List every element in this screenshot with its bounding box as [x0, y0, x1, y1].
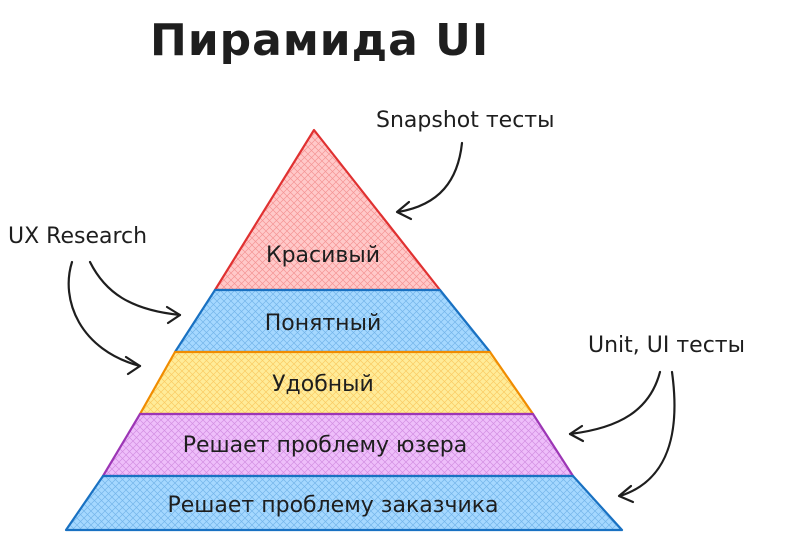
pyramid-tier-3: Удобный: [138, 350, 535, 416]
pyramid-tier-2: Понятный: [173, 288, 492, 354]
tier-label-reshaet-zakazchika: Решает проблему заказчика: [167, 493, 498, 518]
tier-label-reshaet-yuzera: Решает проблему юзера: [183, 433, 468, 458]
arrow-ux-lower-icon: [67, 260, 142, 376]
tier-shape-reshaet-zakazchika: [64, 474, 624, 532]
pyramid-tier-bottom: Решает проблему заказчика: [64, 474, 624, 532]
arrow-snapshot-icon: [395, 141, 464, 221]
arrow-ux-upper-icon: [88, 260, 182, 325]
tier-label-krasivyi: Красивый: [266, 243, 380, 268]
annotation-unit-ui-tests: Unit, UI тесты: [588, 333, 745, 358]
arrow-unit-lower-icon: [617, 370, 676, 504]
diagram-title: Пирамида UI: [150, 15, 489, 66]
pyramid-tier-top: Красивый: [213, 128, 442, 292]
annotation-snapshot-tests: Snapshot тесты: [376, 108, 554, 133]
tier-label-udobnyi: Удобный: [272, 372, 374, 397]
annotation-ux-research: UX Research: [8, 224, 147, 249]
pyramid-tier-4: Решает проблему юзера: [101, 412, 575, 478]
arrow-unit-upper-icon: [568, 370, 662, 443]
tier-label-ponyatnyi: Понятный: [265, 311, 382, 336]
